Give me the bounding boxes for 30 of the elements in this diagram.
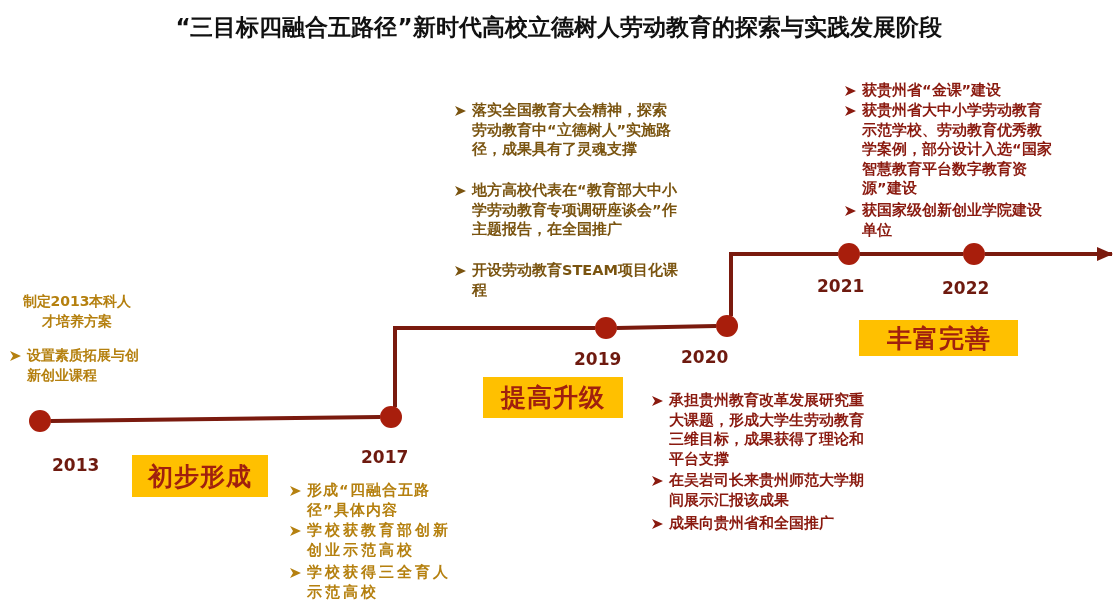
- timeline-line: [616, 324, 717, 330]
- timeline-line: [729, 252, 838, 316]
- bullet-text: 落实全国教育大会精神，探索劳动教育中“立德树人”实施路径，成果具有了灵魂支撑: [472, 101, 673, 159]
- timeline-line: [860, 252, 963, 256]
- bullet-text: 在吴岩司长来贵州师范大学期间展示汇报该成果: [669, 471, 865, 510]
- title: “三目标四融合五路径”新时代高校立德树人劳动教育的探索与实践发展阶段: [175, 14, 942, 40]
- bullet-text: 获贵州省“金课”建设: [862, 81, 1002, 100]
- bullet-text: 学校获教育部创新创业示范高校: [307, 521, 452, 560]
- bullet-text: 形成“四融合五路径”具体内容: [307, 481, 431, 520]
- bullet-text: 获贵州省大中小学劳动教育示范学校、劳动教育优秀教学案例，部分设计入选“国家智慧教育平台数字教育资源”建设: [862, 101, 1053, 198]
- bullet-text: 获国家级创新创业学院建设单位: [862, 201, 1043, 240]
- year-label: 2017: [361, 447, 409, 467]
- year-label: 2020: [681, 347, 729, 367]
- bullet-text: 承担贵州教育改革发展研究重大课题，形成大学生劳动教育三维目标，成果获得了理论和平台支撑: [669, 391, 865, 469]
- bullet-text: 地方高校代表在“教育部大中小学劳动教育专项调研座谈会”作主题报告，在全国推广: [472, 181, 678, 239]
- bullet-text: 开设劳动教育STEAM项目化课程: [472, 261, 679, 300]
- stage-label: 提高升级: [483, 377, 623, 418]
- bullet-text: 成果向贵州省和全国推广: [669, 514, 834, 533]
- year-label: 2021: [817, 276, 865, 296]
- stage-label: 丰富完善: [859, 320, 1018, 356]
- note-text: 制定2013本科人才培养方案: [21, 292, 133, 331]
- year-label: 2019: [574, 349, 622, 369]
- year-label: 2022: [942, 278, 990, 298]
- stage-label: 初步形成: [132, 455, 268, 497]
- timeline-arrow: [985, 247, 1113, 261]
- bullet-text: 设置素质拓展与创新创业课程: [27, 346, 140, 385]
- bullet-text: 学校获得三全育人示范高校: [307, 563, 452, 602]
- timeline-line: [393, 326, 595, 407]
- timeline-line: [50, 415, 381, 423]
- year-label: 2013: [52, 455, 100, 475]
